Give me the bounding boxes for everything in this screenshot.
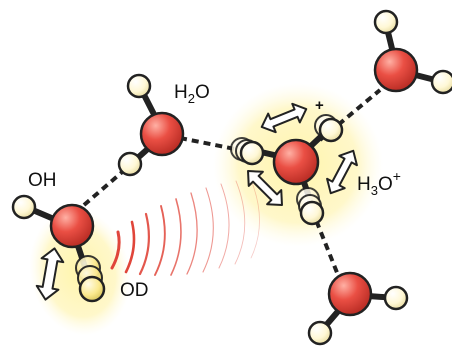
hydrogen-atom — [11, 194, 37, 220]
wave-arc — [110, 230, 121, 270]
oxygen-atom — [49, 203, 95, 249]
oxygen-atom — [373, 47, 419, 93]
double-arrow-icon — [35, 247, 65, 301]
label-oh: OH — [28, 170, 57, 191]
wave-arc — [234, 180, 246, 265]
wave-arc — [124, 220, 136, 274]
wave-arc — [138, 212, 151, 276]
hydrogen-atom — [299, 200, 325, 226]
water-bottom-right — [307, 271, 409, 346]
hydrogen-atom — [383, 285, 409, 311]
double-arrow-icon — [260, 102, 308, 134]
hydrogen-atom — [117, 151, 143, 177]
oxygen-atom — [139, 111, 185, 157]
h3o-molecule — [230, 114, 344, 226]
wave-arc — [154, 205, 166, 276]
vibration-arrows — [35, 102, 358, 301]
wave-arc — [170, 198, 182, 276]
wave-arc — [186, 192, 198, 275]
hydrogen-atom — [430, 69, 452, 95]
double-arrow-icon — [326, 149, 358, 195]
hydrogen-atom — [307, 320, 333, 346]
oxygen-atom — [327, 271, 373, 317]
wave-arc — [250, 179, 260, 259]
label-h2o: H2O — [174, 82, 210, 106]
vibration-wave — [110, 179, 260, 276]
deuterium-atom — [78, 275, 106, 303]
wave-arc — [218, 183, 230, 269]
label-charge-plus: + — [315, 97, 324, 114]
hydrogen-atom — [239, 140, 265, 166]
h2o-molecule — [117, 73, 185, 177]
double-arrow-icon — [247, 170, 283, 206]
hbond-oh-h2o — [82, 165, 130, 207]
hbond-h2o-h3o — [179, 136, 241, 152]
wave-arc — [202, 187, 214, 273]
water-top-right — [373, 9, 452, 95]
label-h3o-plus: H3O+ — [357, 168, 401, 198]
hydrogen-atom — [373, 9, 399, 35]
label-od: OD — [120, 280, 149, 301]
oxygen-atom — [272, 138, 320, 186]
hydrogen-atom — [126, 73, 152, 99]
od-molecule — [11, 194, 106, 303]
hydrogen-atom — [318, 117, 344, 143]
